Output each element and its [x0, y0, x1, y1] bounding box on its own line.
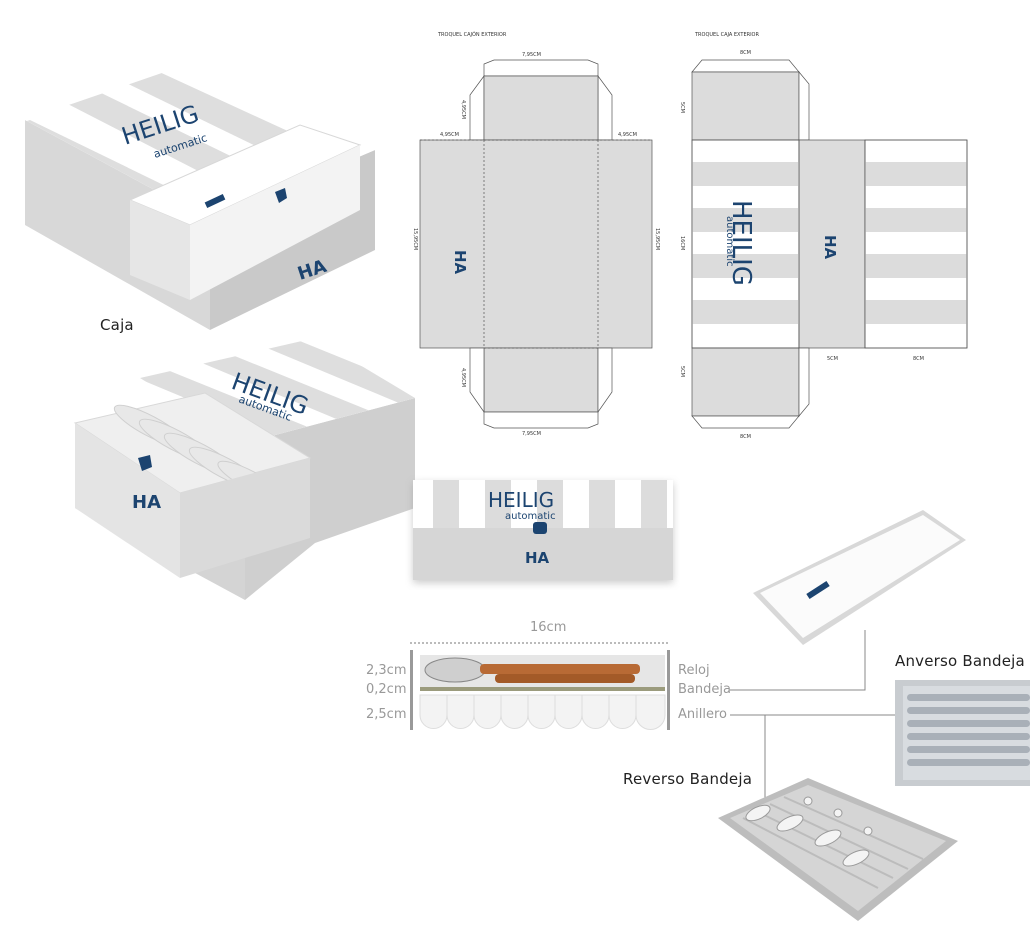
section-size-anillero: 2,5cm: [366, 707, 407, 722]
box-render-2: HA HEILIG automatic: [73, 338, 415, 600]
drawer-dim-side-right: 4,95CM: [618, 132, 637, 138]
section-size-bandeja: 0,2cm: [366, 682, 407, 697]
drawer-mono: HA: [451, 250, 469, 275]
drawer-dim-top: 7,95CM: [522, 52, 541, 58]
box-dim-top: 8CM: [740, 50, 751, 56]
drawer-dim-height-right: 15,95CM: [654, 228, 660, 250]
tray-reverso: [718, 778, 958, 921]
label-caja: Caja: [100, 316, 134, 334]
label-anverso: Anverso Bandeja: [895, 652, 1025, 670]
box-render-1: HA HEILIG automatic: [25, 65, 375, 330]
box-mono: HA: [821, 235, 839, 260]
section-name-bandeja: Bandeja: [678, 682, 731, 697]
drawer-dim-flap-top: 4,95CM: [460, 100, 466, 119]
box-brand-sub: automatic: [724, 216, 735, 267]
label-reverso: Reverso Bandeja: [623, 770, 753, 788]
front-brand: HEILIG: [488, 488, 554, 512]
section-width: 16cm: [530, 620, 567, 635]
box-dim-panel-mid: 5CM: [827, 356, 838, 362]
box-brand: HEILIG: [726, 200, 756, 286]
box2-mono: HA: [132, 492, 161, 513]
cross-section: [410, 642, 670, 730]
tray-top: [753, 510, 966, 645]
section-name-anillero: Anillero: [678, 707, 727, 722]
drawer-dim-side-left: 4,95CM: [440, 132, 459, 138]
drawer-dim-bottom: 7,95CM: [522, 431, 541, 437]
box-dim-height: 16CM: [679, 236, 685, 250]
template-drawer: HA 7,95CM 7,95CM 4,95CM 4,95CM 4,95CM 4,…: [412, 52, 660, 437]
drawer-dim-flap-bottom: 4,95CM: [460, 368, 466, 387]
connector-lines: [730, 630, 895, 800]
drawer-dim-height-left: 15,95CM: [412, 228, 418, 250]
box-front-view: HEILIG automatic HA: [413, 480, 673, 583]
template-box-title: TROQUEL CAJA EXTERIOR: [695, 32, 759, 38]
section-size-reloj: 2,3cm: [366, 663, 407, 678]
section-name-reloj: Reloj: [678, 663, 710, 678]
front-brand-sub: automatic: [505, 511, 556, 522]
box-dim-flap-top: 5CM: [679, 102, 685, 113]
tray-anverso: [895, 680, 1030, 786]
box-dim-panel-right: 8CM: [913, 356, 924, 362]
box-dim-bottom: 8CM: [740, 434, 751, 440]
template-box: HEILIG automatic HA 8CM 8CM 5CM 5CM 16CM…: [679, 50, 968, 440]
front-mono: HA: [525, 549, 550, 567]
box-dim-flap-bottom: 5CM: [679, 366, 685, 377]
template-drawer-title: TROQUEL CAJÓN EXTERIOR: [438, 32, 507, 38]
